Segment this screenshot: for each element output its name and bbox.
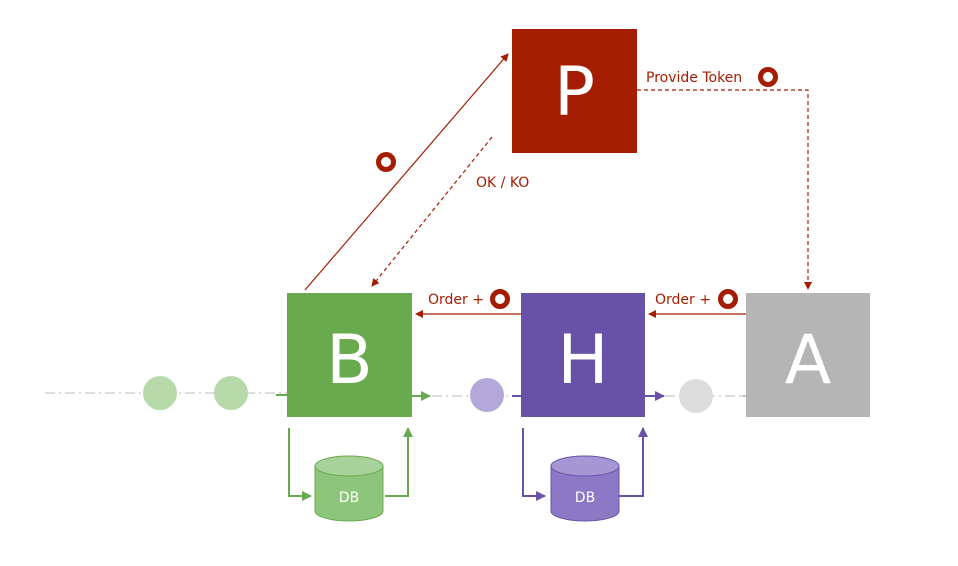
database-h-arrow-out [619, 427, 648, 497]
database-b: DB [288, 427, 413, 522]
node-a: A [746, 293, 870, 417]
flow-dot-purple [470, 378, 504, 412]
database-b-label: DB [339, 490, 359, 506]
database-h-cylinder [550, 466, 620, 522]
node-a-box [746, 293, 870, 417]
token-ring-icon [490, 289, 510, 309]
node-b-box [287, 293, 412, 417]
node-p-box [512, 29, 637, 153]
edge-p-to-a [637, 89, 812, 290]
flow-dot-grey [679, 379, 713, 413]
node-h: H [521, 293, 645, 417]
edge-label-ok-ko: OK / KO [476, 175, 529, 191]
node-a-label: A [785, 321, 832, 400]
node-h-label: H [557, 321, 608, 400]
edge-label-provide-token: Provide Token [646, 70, 742, 86]
node-b-label: B [326, 321, 373, 400]
node-h-box [521, 293, 645, 417]
database-h: DB [522, 427, 648, 522]
database-b-cylinder [314, 466, 384, 522]
node-p: P [512, 29, 637, 153]
database-b-arrow-out [385, 427, 413, 497]
edge-p-to-b [371, 136, 493, 287]
database-h-arrow-in [522, 428, 546, 501]
flow-dot-green-1 [143, 376, 177, 410]
node-b: B [287, 293, 412, 417]
token-ring-icon [718, 289, 738, 309]
database-h-top [550, 455, 620, 477]
flow-dot-green-2 [214, 376, 248, 410]
token-ring-icon [758, 67, 778, 87]
edge-label-order-h: Order + [655, 292, 711, 308]
token-ring-icon [376, 152, 396, 172]
database-b-top [314, 455, 384, 477]
database-b-arrow-in [288, 428, 312, 501]
edge-b-to-p [304, 53, 509, 291]
node-p-label: P [554, 53, 595, 132]
database-h-label: DB [575, 490, 595, 506]
edge-label-order-b: Order + [428, 292, 484, 308]
